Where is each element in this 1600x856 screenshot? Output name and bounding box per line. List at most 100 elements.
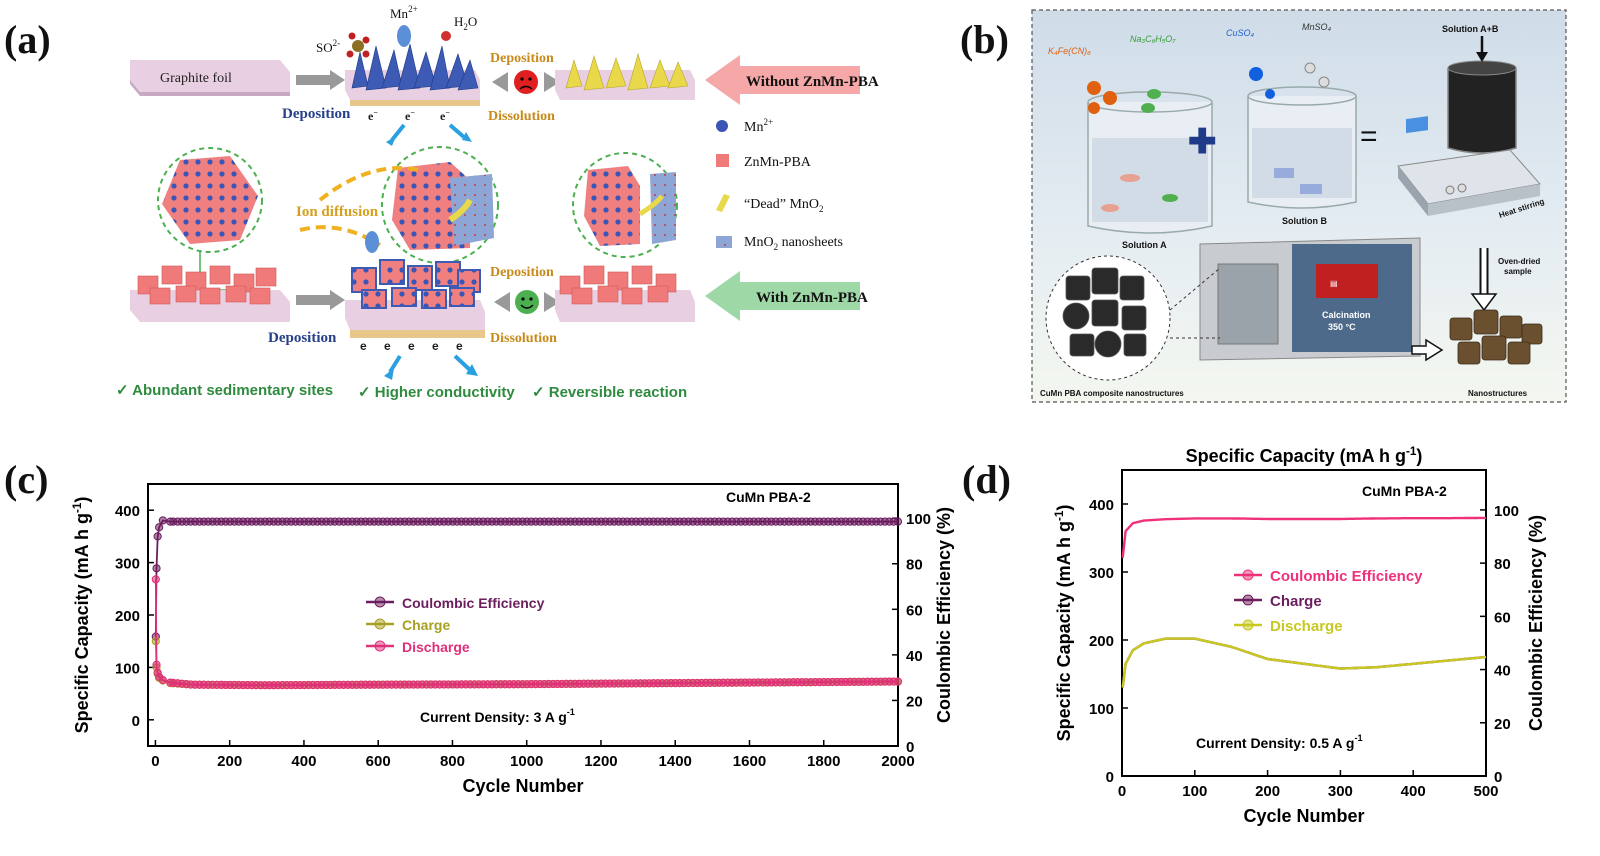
substrate-with-dead-mno2 [555,52,695,100]
sad-face-icon [514,70,538,94]
legend-marker [374,618,386,630]
magnified-pba-right [572,152,678,258]
y-tick-label: 100 [115,660,140,677]
x-tick-label: 300 [1328,783,1353,800]
y-tick-label: 200 [1089,633,1114,650]
x-tick-label: 400 [1401,783,1426,800]
y-tick-label: 200 [115,608,140,625]
y2-tick-label: 100 [1494,503,1519,520]
ion-diffusion-label: Ion diffusion [296,204,379,220]
panel-a-schematic: Graphite foil Deposition SO2- Mn2+ H2O e… [116,4,879,401]
x-tick-label: 1000 [510,753,543,770]
series-line-discharge [1121,637,1487,688]
svg-text:e: e [360,339,367,353]
data-point-discharge [158,675,167,685]
heat-stirring-plate: Heat stirring [1397,36,1546,220]
with-zn-mn-pba-arrow: With ZnMn-PBA [705,271,868,321]
x-tick-label: 1200 [584,753,617,770]
y2-tick-label: 60 [1494,609,1511,626]
legend-label: Charge [402,617,450,633]
legend-label: Coulombic Efficiency [1270,568,1423,585]
graphite-foil-label: Graphite foil [160,71,232,86]
legend-marker [1242,594,1254,606]
pba-cube-substrate-right [555,265,695,322]
y2-axis-label: Coulombic Efficiency (%) [1526,515,1546,731]
y2-tick-label: 80 [1494,556,1511,573]
svg-text:Solution A: Solution A [1122,240,1167,250]
y2-tick-label: 20 [906,693,923,710]
y-tick-label: 100 [1089,701,1114,718]
svg-text:e−: e− [368,108,378,123]
y2-tick-label: 40 [1494,663,1511,680]
panel-label-c: (c) [4,457,49,502]
deposition-label-bottom: Deposition [268,330,337,346]
y-tick-label: 0 [1106,769,1114,786]
legend-marker [374,640,386,652]
oven-dried-sample: Oven-dried sample Nanostructures [1411,248,1543,398]
y2-tick-label: 80 [906,557,923,574]
legend-label: Discharge [402,639,470,655]
x-tick-label: 2000 [881,753,914,770]
svg-text:350 °C: 350 °C [1328,322,1356,332]
x-tick-label: 200 [1255,783,1280,800]
deposition-label-right-top: Deposition [490,51,554,66]
svg-text:e: e [456,339,463,353]
panel-label-a: (a) [4,17,51,62]
reversibility-indicator-sad: Deposition Dissolution [488,51,560,124]
legend-marker [1242,569,1254,581]
legend-marker [374,596,386,608]
beaker-solution-b: Solution B [1247,62,1357,226]
svg-text:Calcination: Calcination [1322,310,1371,320]
svg-text:CuSO₄: CuSO₄ [1226,28,1255,38]
x-tick-label: 0 [1118,783,1126,800]
svg-text:MnSO₄: MnSO₄ [1302,22,1332,32]
deposition-label-right-bottom: Deposition [490,265,554,280]
y-tick-label: 300 [1089,565,1114,582]
panel-a-legend: Mn2+ ZnMn-PBA “Dead” MnO2 MnO2 nanosheet… [716,117,843,252]
deposition-arrow-top: Deposition [282,70,351,122]
y-axis-label: Specific Capacity (mA h g-1) [1053,505,1074,742]
svg-text:e: e [384,339,391,353]
svg-text:SO2-: SO2- [316,38,340,55]
current-density-label: Current Density: 0.5 A g-1 [1196,733,1363,751]
panel-label-b: (b) [960,17,1009,62]
advantages-checklist: ✓ Abundant sedimentary sites ✓ Higher co… [116,382,687,401]
svg-text:sample: sample [1504,267,1532,276]
plot-frame [1121,469,1487,777]
check-sedimentary-sites: ✓ Abundant sedimentary sites [116,382,333,399]
y2-tick-label: 0 [1494,769,1502,786]
x-tick-label: 100 [1182,783,1207,800]
panel-b-synthesis: K₄Fe(CN)₆ Na₃C₆H₅O₇ CuSO₄ MnSO₄ Solution… [1031,9,1567,403]
y2-tick-label: 60 [906,602,923,619]
happy-face-icon [515,290,539,314]
legend-label: Coulombic Efficiency [402,595,545,611]
x-tick-label: 1600 [733,753,766,770]
series-line-charge [154,641,899,687]
data-point-coulombic-efficiency [158,516,167,525]
data-point-discharge [152,660,161,669]
svg-text:Without ZnMn-PBA: Without ZnMn-PBA [746,74,879,90]
x-tick-label: 1800 [807,753,840,770]
svg-text:K₄Fe(CN)₆: K₄Fe(CN)₆ [1048,46,1091,56]
svg-text:Solution B: Solution B [1282,216,1327,226]
svg-text:Na₃C₆H₅O₇: Na₃C₆H₅O₇ [1130,34,1176,44]
x-axis-label: Cycle Number [462,776,583,796]
y-tick-label: 400 [115,503,140,520]
x-tick-label: 0 [151,753,159,770]
y-axis-label: Specific Capacity (mA h g-1) [71,497,92,734]
data-point-coulombic-efficiency [152,564,161,573]
svg-text:e: e [408,339,415,353]
legend-marker [1242,619,1254,631]
beaker-solution-a: Solution A [1087,81,1213,250]
data-point-coulombic-efficiency [153,532,162,541]
series-line-coulombic-efficiency [154,519,898,637]
chart-annotation: CuMn PBA-2 [726,489,811,505]
y2-axis-label: Coulombic Efficiency (%) [934,507,954,723]
chart-title: Specific Capacity (mA h g-1) [1186,445,1423,466]
substrate-with-mno2-sheets: e− e− e− [345,43,480,146]
svg-text:e−: e− [405,108,415,123]
x-tick-label: 600 [366,753,391,770]
